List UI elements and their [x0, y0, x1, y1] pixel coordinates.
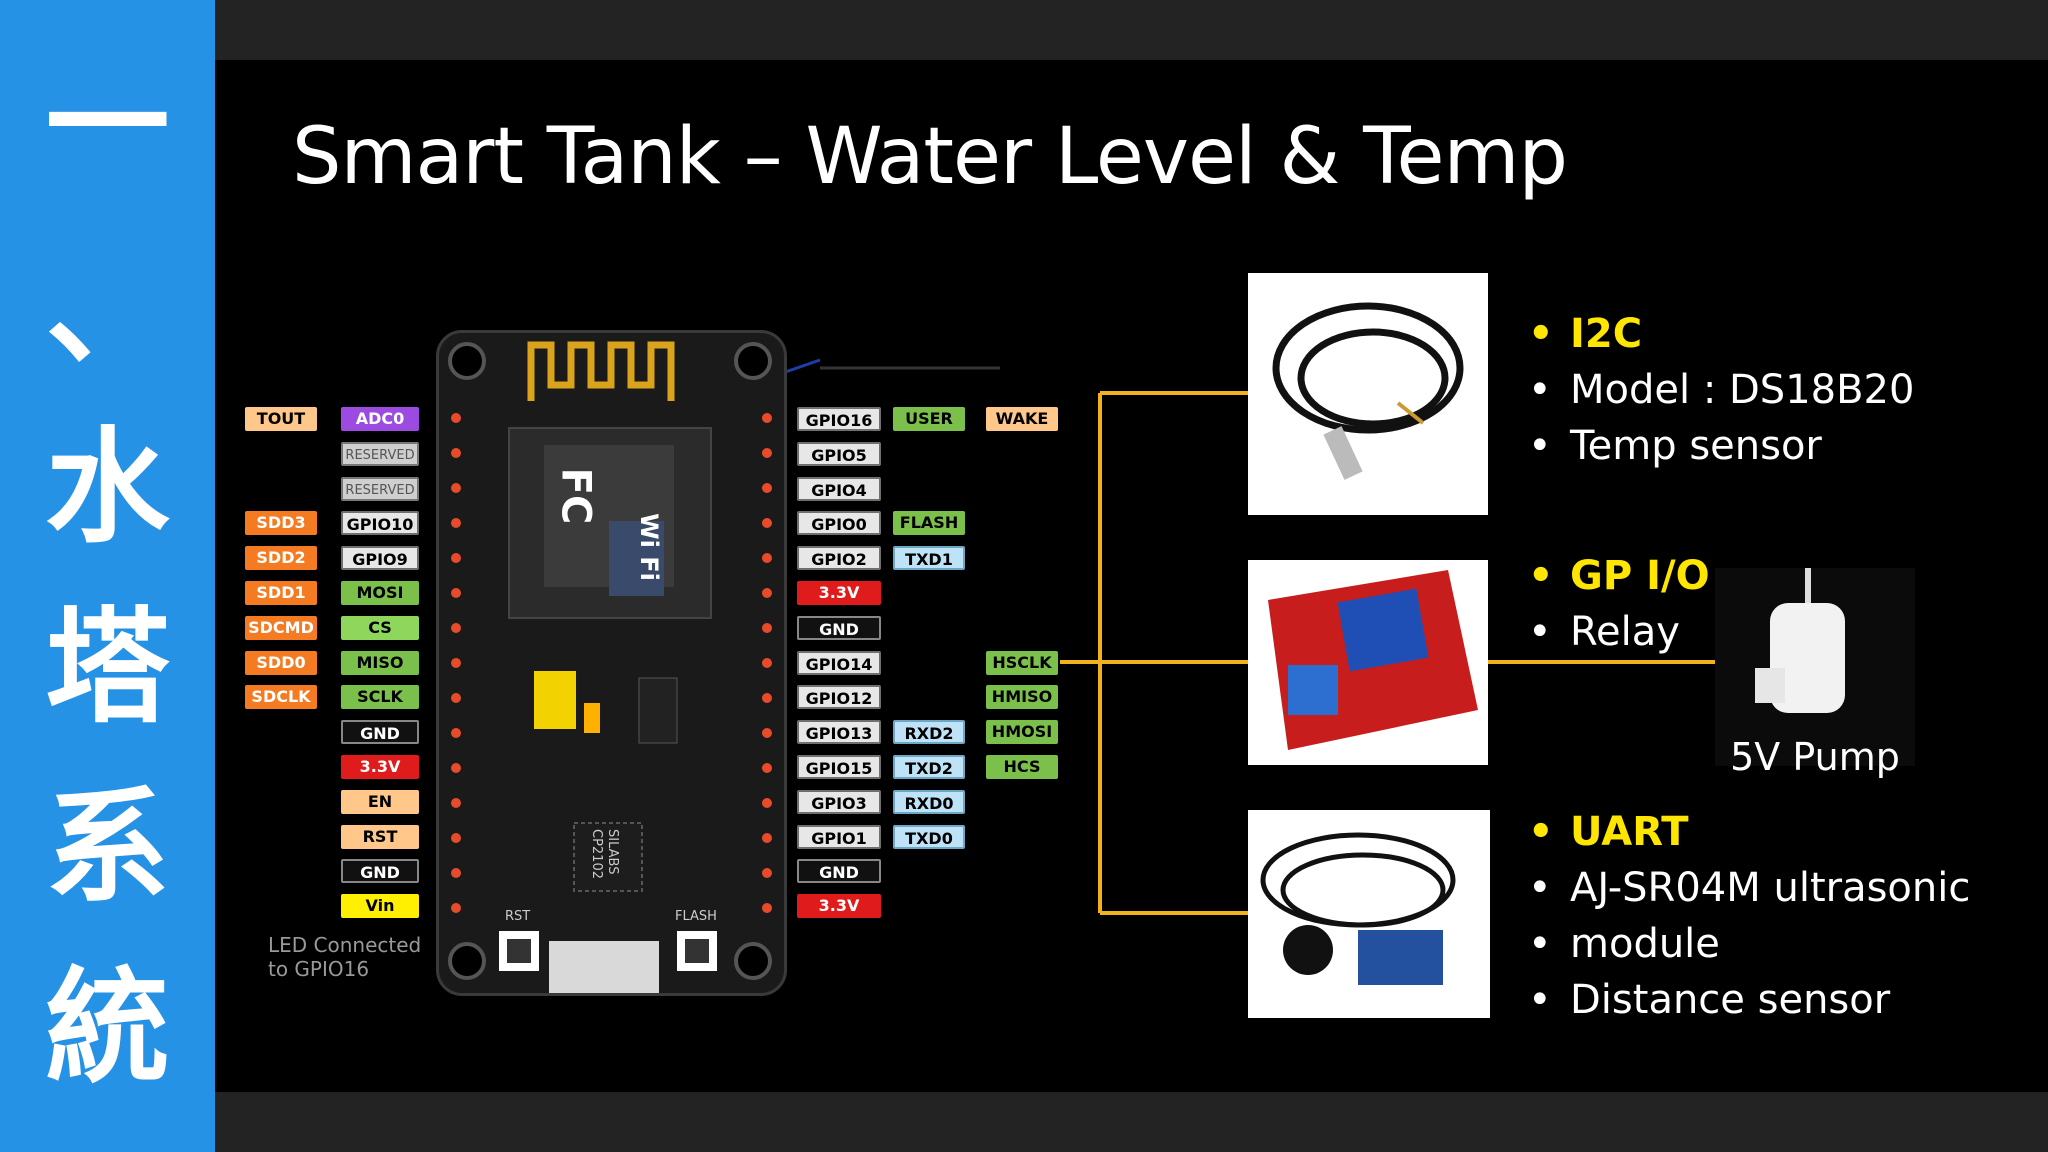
gpio-section: GP I/O Relay	[1528, 548, 1710, 660]
relay-module-photo	[1248, 560, 1488, 765]
pin-label-gpio13: GPIO13	[797, 720, 881, 744]
pin-label-wake: WAKE	[986, 407, 1058, 431]
pin-label-gpio1: GPIO1	[797, 825, 881, 849]
ultrasonic-module-photo	[1248, 810, 1490, 1018]
pin-label-gpio12: GPIO12	[797, 685, 881, 709]
nodemcu-board: FC Wi Fi SILABS CP2102 RST FLASH	[436, 330, 787, 996]
flash-button-label: FLASH	[675, 909, 717, 924]
pin-label-gpio3: GPIO3	[797, 790, 881, 814]
fc-logo: FC	[552, 467, 599, 525]
pin-label-sdd3: SDD3	[245, 511, 317, 535]
bullet-item: Model : DS18B20	[1528, 362, 1914, 418]
bullet-item: Distance sensor	[1528, 972, 1970, 1028]
pin-label-sdd1: SDD1	[245, 581, 317, 605]
sidebar-char-3: 水	[45, 416, 170, 560]
section-heading: UART	[1528, 804, 1970, 860]
pin-label-gpio5: GPIO5	[797, 442, 881, 466]
pin-label-gpio2: GPIO2	[797, 546, 881, 570]
pin-label-en: EN	[341, 790, 419, 814]
sidebar-char-2: 、	[45, 238, 170, 382]
pin-label-sdcmd: SDCMD	[245, 616, 317, 640]
pin-label-miso: MISO	[341, 651, 419, 675]
pin-label-sdd0: SDD0	[245, 651, 317, 675]
pump-photo	[1715, 568, 1915, 766]
pin-label-sdclk: SDCLK	[245, 685, 317, 709]
pin-label-vin: Vin	[341, 894, 419, 918]
sidebar-char-1: 一	[45, 53, 170, 197]
i2c-section: I2C Model : DS18B20 Temp sensor	[1528, 306, 1914, 474]
section-heading: GP I/O	[1528, 548, 1710, 604]
pin-label-hcs: HCS	[986, 755, 1058, 779]
pin-label-gpio14: GPIO14	[797, 651, 881, 675]
pin-label-gpio0: GPIO0	[797, 511, 881, 535]
bullet-item: Relay	[1528, 604, 1710, 660]
pin-label-sdd2: SDD2	[245, 546, 317, 570]
pin-label-mosi: MOSI	[341, 581, 419, 605]
pin-label-3-3v: 3.3V	[341, 755, 419, 779]
pin-label-gpio16: GPIO16	[797, 407, 881, 431]
pin-label-tout: TOUT	[245, 407, 317, 431]
sidebar-char-4: 塔	[45, 596, 170, 740]
pin-label-rxd0: RXD0	[893, 790, 965, 814]
bottom-letterbox-bar	[215, 1092, 2048, 1152]
pin-label-rxd2: RXD2	[893, 720, 965, 744]
uart-section: UART AJ-SR04M ultrasonic module Distance…	[1528, 804, 1970, 1028]
pin-label-3-3v: 3.3V	[797, 894, 881, 918]
pin-label-gnd: GND	[797, 616, 881, 640]
pin-label-3-3v: 3.3V	[797, 581, 881, 605]
pin-label-rst: RST	[341, 825, 419, 849]
pin-label-reserved: RESERVED	[341, 477, 419, 501]
pin-label-txd2: TXD2	[893, 755, 965, 779]
section-heading: I2C	[1528, 306, 1914, 362]
led-note: LED Connected to GPIO16	[268, 933, 422, 981]
pin-label-sclk: SCLK	[341, 685, 419, 709]
pin-label-user: USER	[893, 407, 965, 431]
pin-label-hmosi: HMOSI	[986, 720, 1058, 744]
pump-label: 5V Pump	[1730, 735, 1900, 779]
pin-label-gpio4: GPIO4	[797, 477, 881, 501]
usb-chip-label: SILABS CP2102	[589, 828, 621, 880]
pin-label-txd1: TXD1	[893, 546, 965, 570]
bullet-item: Temp sensor	[1528, 418, 1914, 474]
pin-label-hmiso: HMISO	[986, 685, 1058, 709]
slide-title: Smart Tank – Water Level & Temp	[292, 112, 1568, 202]
pin-label-gnd: GND	[341, 720, 419, 744]
pin-label-flash: FLASH	[893, 511, 965, 535]
sidebar-char-5: 系	[45, 776, 170, 920]
sidebar-banner: 一 、 水 塔 系 統	[0, 0, 215, 1152]
pin-label-reserved: RESERVED	[341, 442, 419, 466]
pin-label-txd0: TXD0	[893, 825, 965, 849]
pin-label-hsclk: HSCLK	[986, 651, 1058, 675]
pin-label-gpio9: GPIO9	[341, 546, 419, 570]
pin-label-gpio15: GPIO15	[797, 755, 881, 779]
sidebar-char-6: 統	[45, 956, 170, 1100]
pin-label-adc0: ADC0	[341, 407, 419, 431]
bullet-item-continued: module	[1528, 916, 1970, 972]
top-letterbox-bar	[215, 0, 2048, 60]
pin-label-gnd: GND	[797, 859, 881, 883]
rst-button-label: RST	[505, 909, 531, 924]
ds18b20-sensor-photo	[1248, 273, 1488, 515]
bullet-item: AJ-SR04M ultrasonic	[1528, 860, 1970, 916]
pin-label-gnd: GND	[341, 859, 419, 883]
wifi-logo: Wi Fi	[634, 513, 663, 581]
pin-label-cs: CS	[341, 616, 419, 640]
pin-label-gpio10: GPIO10	[341, 511, 419, 535]
